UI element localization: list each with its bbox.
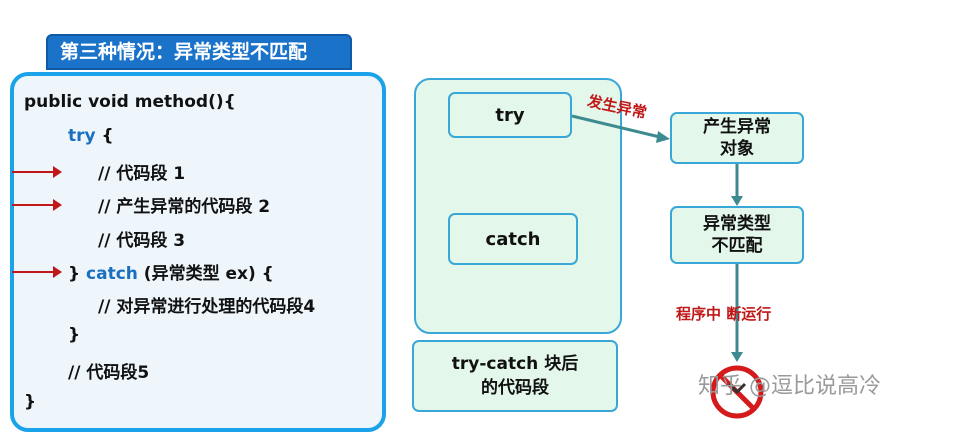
code-line-3: // 代码段 1 [98, 164, 186, 184]
code-line-9: // 代码段5 [68, 363, 150, 383]
arrow-right-icon [12, 166, 62, 178]
arrow-head-icon [656, 131, 670, 143]
code-line-2: try { [68, 126, 114, 146]
stop-sign-icon [710, 365, 764, 419]
arrow-right-icon [12, 266, 62, 278]
try-box: try [448, 92, 572, 138]
code-line-8: } [68, 325, 81, 345]
try-to-exception-line [571, 114, 665, 140]
watermark: 知乎 @逗比说高冷 [698, 374, 881, 399]
exception-object-box: 产生异常 对象 [670, 112, 804, 164]
code-line-4: // 产生异常的代码段 2 [98, 197, 271, 217]
catch-post: (异常类型 ex) { [137, 264, 274, 284]
after-try-catch-box: try-catch 块后 的代码段 [412, 340, 618, 412]
try-brace: { [95, 126, 114, 146]
catch-box: catch [448, 213, 578, 265]
program-interrupted-label: 程序中 断运行 [676, 305, 772, 323]
catch-pre: } [68, 264, 87, 284]
arrow-head-icon [731, 352, 743, 362]
arrow-right-icon [12, 199, 62, 211]
catch-keyword: catch [86, 264, 138, 284]
section-title: 第三种情况：异常类型不匹配 [46, 34, 352, 70]
code-line-6: } catch (异常类型 ex) { [68, 259, 274, 284]
code-panel [10, 72, 386, 432]
code-line-7: // 对异常进行处理的代码段4 [98, 297, 316, 317]
code-line-10: } [24, 392, 37, 412]
type-mismatch-box: 异常类型 不匹配 [670, 206, 804, 264]
arrow-head-icon [731, 196, 743, 206]
try-keyword: try [68, 126, 96, 146]
code-line-1: public void method(){ [24, 92, 236, 112]
code-line-5: // 代码段 3 [98, 231, 186, 251]
